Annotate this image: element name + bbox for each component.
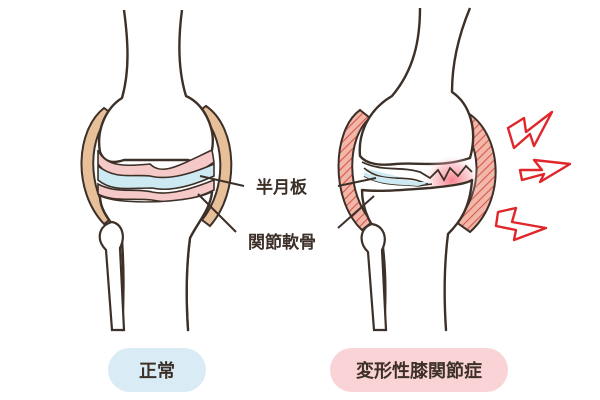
oa-meniscus-leader: [337, 177, 377, 187]
pain-lightning-icon: [506, 110, 554, 150]
oa-worn-meniscus: [361, 161, 473, 182]
oa-knee: [337, 7, 572, 332]
normal-fibula: [98, 220, 126, 332]
normal-tibial-cartilage: [97, 178, 215, 203]
normal-meniscus-leader: [199, 175, 245, 187]
caption-osteoarthritis: 変形性膝関節症: [330, 348, 508, 392]
caption-normal: 正常: [108, 348, 206, 392]
normal-meniscus: [97, 162, 215, 191]
normal-capsule-right: [196, 104, 233, 228]
normal-knee: [80, 9, 245, 332]
normal-femur: [97, 9, 214, 164]
oa-cartilage-leader: [337, 195, 375, 229]
normal-cartilage-leader: [197, 193, 237, 233]
label-articular-cartilage: 関節軟骨: [248, 233, 316, 253]
label-meniscus: 半月板: [256, 178, 307, 198]
pain-lightning-icon: [518, 158, 572, 184]
oa-femur: [358, 7, 475, 166]
pain-lightning-icon: [494, 206, 548, 242]
oa-fibula: [360, 222, 388, 332]
